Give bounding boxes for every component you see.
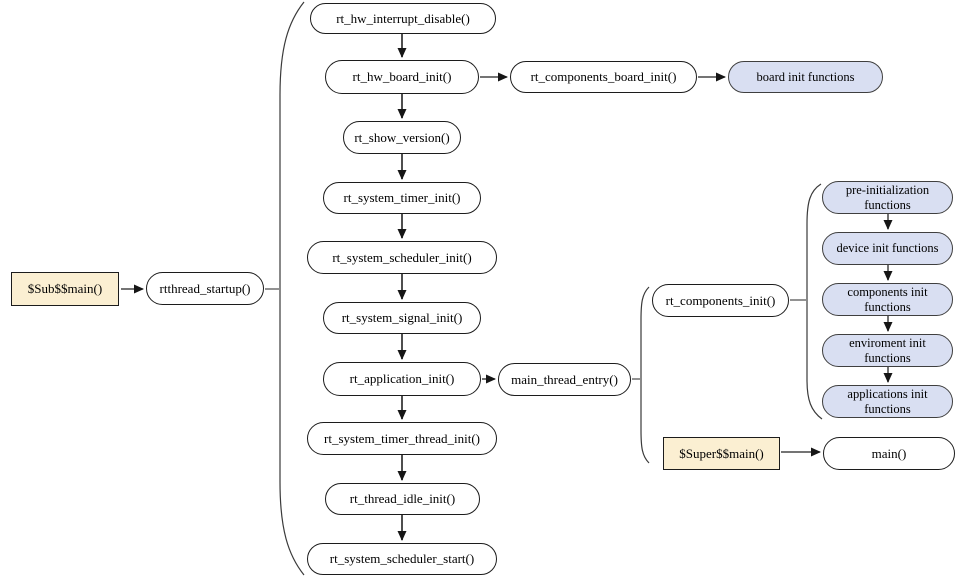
brace-startup-sequence xyxy=(279,1,305,576)
node-rt-components-init: rt_components_init() xyxy=(652,284,789,317)
node-rt-application-init: rt_application_init() xyxy=(323,362,481,396)
node-device-init-functions: device init functions xyxy=(822,232,953,265)
node-rt-hw-interrupt-disable: rt_hw_interrupt_disable() xyxy=(310,3,496,34)
node-rt-show-version: rt_show_version() xyxy=(343,121,461,154)
node-rt-system-scheduler-init: rt_system_scheduler_init() xyxy=(307,241,497,274)
node-sub-main: $Sub$$main() xyxy=(11,272,119,306)
node-rtthread-startup: rtthread_startup() xyxy=(146,272,264,305)
node-pre-initialization-functions: pre-initialization functions xyxy=(822,181,953,214)
node-main-thread-entry: main_thread_entry() xyxy=(498,363,631,396)
node-main: main() xyxy=(823,437,955,470)
node-applications-init-functions: applications init functions xyxy=(822,385,953,418)
node-rt-system-scheduler-start: rt_system_scheduler_start() xyxy=(307,543,497,575)
node-rt-components-board-init: rt_components_board_init() xyxy=(510,61,697,93)
node-components-init-functions: components init functions xyxy=(822,283,953,316)
node-rt-system-signal-init: rt_system_signal_init() xyxy=(323,302,481,334)
node-super-main: $Super$$main() xyxy=(663,437,780,470)
node-board-init-functions: board init functions xyxy=(728,61,883,93)
brace-components-init xyxy=(806,183,823,420)
node-rt-system-timer-thread-init: rt_system_timer_thread_init() xyxy=(307,422,497,455)
brace-main-thread xyxy=(640,286,650,464)
node-rt-hw-board-init: rt_hw_board_init() xyxy=(325,60,479,94)
node-rt-thread-idle-init: rt_thread_idle_init() xyxy=(325,483,480,515)
node-enviroment-init-functions: enviroment init functions xyxy=(822,334,953,367)
node-rt-system-timer-init: rt_system_timer_init() xyxy=(323,182,481,214)
